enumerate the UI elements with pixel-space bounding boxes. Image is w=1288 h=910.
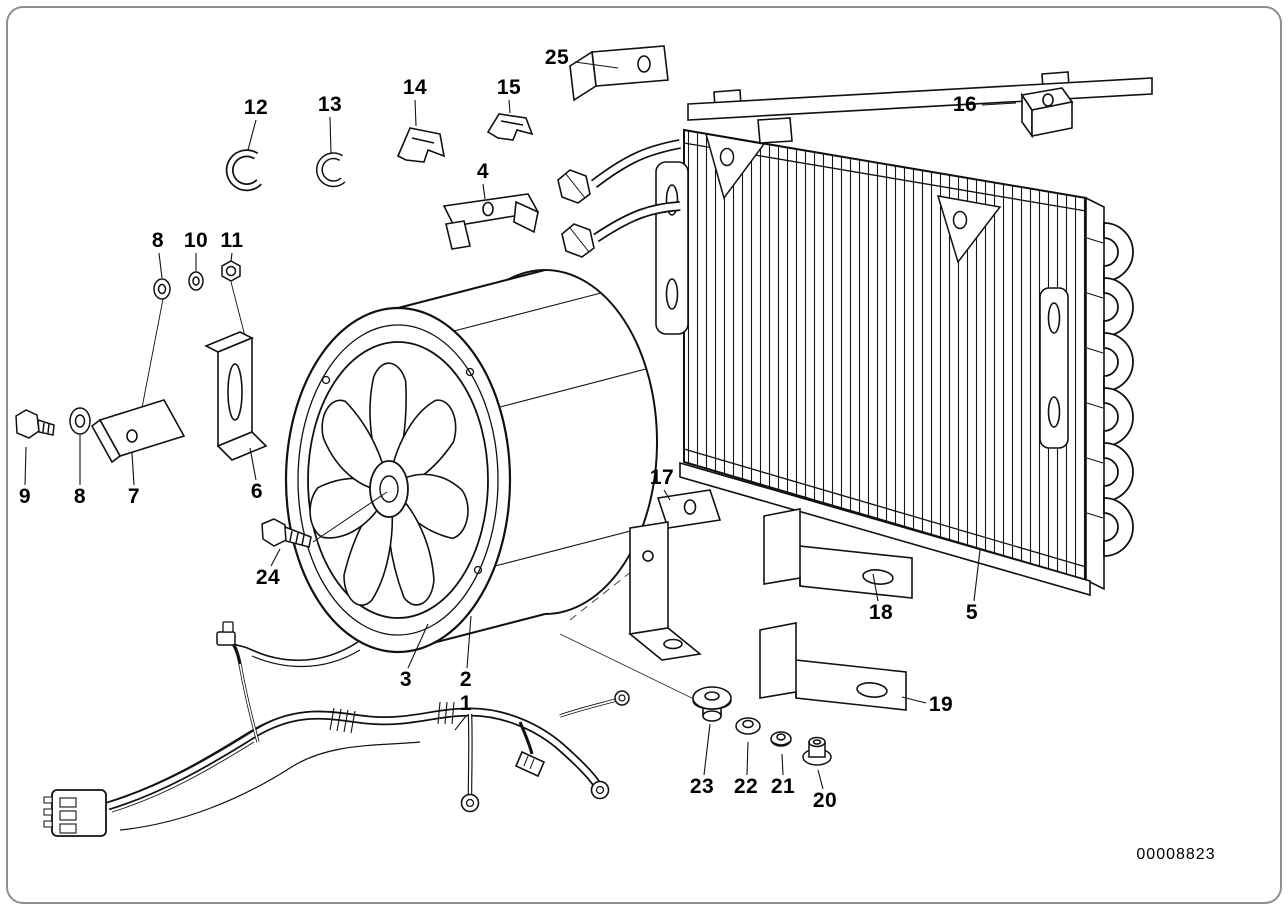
condenser-bottom-rail bbox=[679, 461, 1091, 597]
nut-20 bbox=[802, 736, 832, 766]
hose-fitting-upper bbox=[557, 169, 591, 204]
bracket-19 bbox=[759, 622, 907, 711]
leader-line-11 bbox=[230, 252, 233, 262]
leader-line-12 bbox=[247, 119, 257, 151]
washer-22 bbox=[735, 717, 761, 735]
clip-15 bbox=[486, 113, 534, 141]
leader-line-19 bbox=[901, 696, 927, 704]
leader-line-7 bbox=[131, 452, 135, 486]
leader-line-14 bbox=[414, 99, 417, 127]
bracket-16 bbox=[1020, 87, 1074, 139]
leader-line-17 bbox=[663, 489, 671, 501]
leader-line-8 bbox=[158, 252, 163, 279]
leader-lines bbox=[24, 61, 1017, 790]
bracket-17 bbox=[628, 489, 722, 661]
leader-line-18 bbox=[872, 573, 879, 602]
leader-line-13 bbox=[329, 116, 332, 154]
washer-8-left bbox=[69, 407, 91, 435]
leader-line-9 bbox=[24, 446, 27, 486]
leader-line-16 bbox=[981, 102, 1017, 106]
grommet-23 bbox=[692, 686, 732, 722]
bracket-7 bbox=[90, 399, 186, 464]
temp-switch-plug bbox=[514, 750, 546, 778]
leader-line-2 bbox=[466, 615, 472, 669]
leader-line-20 bbox=[817, 769, 824, 790]
condenser-tube-bends bbox=[1103, 222, 1134, 557]
bracket-18 bbox=[763, 508, 913, 599]
hose-fitting-lower bbox=[561, 223, 595, 258]
leader-line-5 bbox=[973, 549, 981, 602]
bracket-6 bbox=[204, 331, 268, 461]
washer-21 bbox=[770, 731, 792, 747]
leader-line-22 bbox=[746, 741, 749, 776]
tape-wraps bbox=[329, 701, 455, 734]
bolt-24 bbox=[261, 491, 388, 548]
page-border bbox=[6, 6, 1282, 904]
wiring-harness bbox=[43, 621, 630, 837]
leader-line-23 bbox=[703, 723, 711, 776]
leader-line-15 bbox=[508, 99, 511, 114]
condenser-core bbox=[683, 128, 1087, 582]
clip-13 bbox=[315, 152, 346, 188]
leader-line-24 bbox=[270, 548, 281, 567]
condenser-right-mount-plate bbox=[1039, 287, 1069, 449]
fan-connector bbox=[216, 631, 236, 646]
leader-line-21 bbox=[781, 753, 784, 776]
bracket-25 bbox=[569, 45, 669, 102]
leader-line-4 bbox=[482, 183, 486, 200]
refrigerant-hoses bbox=[557, 139, 681, 258]
fan-hub bbox=[369, 460, 409, 518]
condenser-corner-gussets bbox=[704, 133, 1002, 264]
leader-line-3 bbox=[407, 623, 429, 669]
assembly-axis-lines bbox=[559, 563, 701, 703]
leader-line-25 bbox=[574, 61, 619, 69]
clip-14 bbox=[396, 127, 446, 163]
leader-line-1 bbox=[454, 715, 467, 731]
fan-assembly bbox=[233, 269, 658, 667]
fan-motor-wire bbox=[233, 641, 359, 662]
ring-terminal bbox=[590, 780, 610, 800]
condenser-side-face bbox=[1085, 196, 1105, 591]
drawing-number: 00008823 bbox=[1136, 846, 1216, 863]
condenser-left-mount-plate bbox=[655, 161, 689, 335]
ring-terminal bbox=[460, 793, 480, 813]
condenser-top-rail bbox=[687, 71, 1153, 144]
leader-line-6 bbox=[249, 447, 257, 481]
ring-terminal bbox=[614, 690, 630, 706]
bolt-9 bbox=[15, 409, 55, 439]
bracket-4 bbox=[442, 193, 540, 250]
clip-12 bbox=[225, 149, 262, 192]
condenser bbox=[557, 71, 1153, 597]
